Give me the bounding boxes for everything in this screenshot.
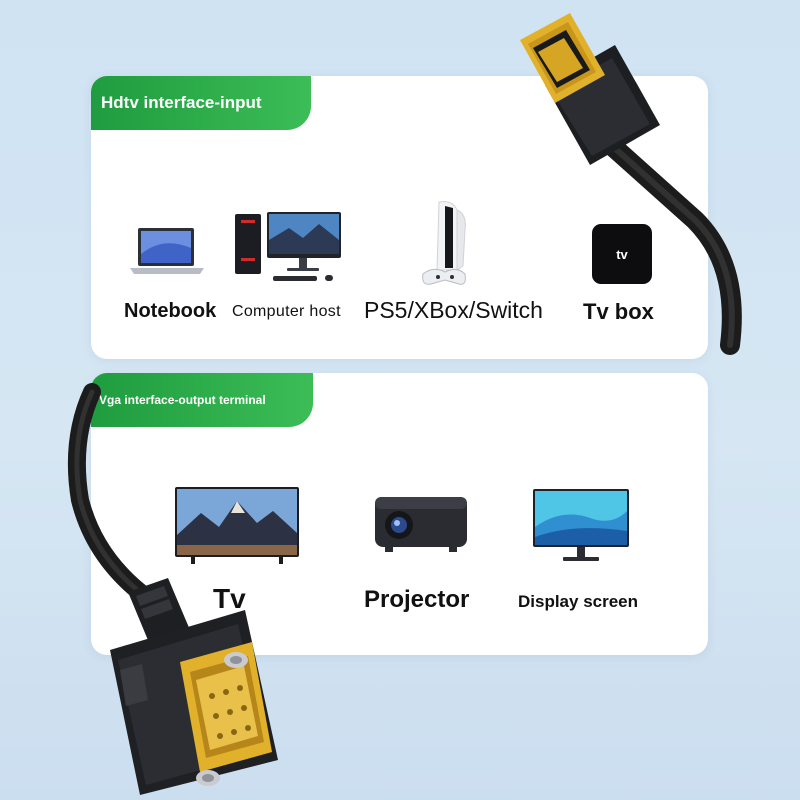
- hdtv-input-tag: Hdtv interface-input: [91, 76, 311, 130]
- projector-icon: [375, 497, 467, 552]
- game-console-icon: [422, 201, 466, 285]
- device-label-tv: Tv: [213, 583, 246, 614]
- device-label-computer-host: Computer host: [232, 303, 341, 320]
- tv-box-icon: tv: [592, 224, 652, 284]
- device-label-notebook: Notebook: [124, 300, 217, 322]
- device-label-consoles: PS5/XBox/Switch: [364, 297, 543, 323]
- laptop-icon: [130, 228, 204, 274]
- vga-output-tag: Vga interface-output terminal: [91, 373, 313, 427]
- television-icon: [175, 487, 299, 564]
- device-label-display-screen: Display screen: [518, 592, 639, 611]
- monitor-icon: [533, 489, 629, 561]
- output-panel: Vga interface-output terminal Tv Project…: [91, 373, 708, 655]
- device-label-projector: Projector: [364, 586, 470, 613]
- device-label-tv-box: Tv box: [583, 299, 654, 324]
- input-panel: Hdtv interface-input Notebook Computer h…: [91, 76, 708, 359]
- tv-box-logo: tv: [616, 246, 628, 262]
- desktop-computer-icon: [235, 212, 341, 281]
